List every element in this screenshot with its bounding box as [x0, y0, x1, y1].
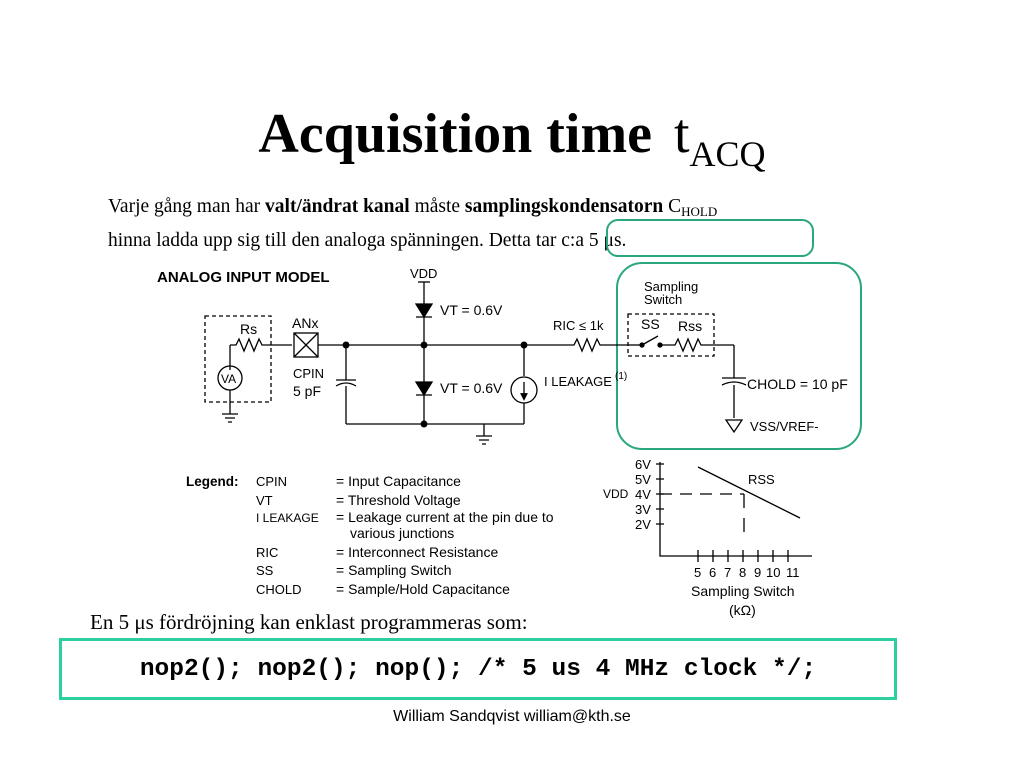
rs-label: Rs	[240, 321, 257, 337]
code-box: nop2(); nop2(); nop(); /* 5 us 4 MHz clo…	[59, 638, 897, 700]
legend-symbol: VT	[256, 493, 273, 508]
legend-title: Legend:	[186, 474, 239, 489]
cpin-capacitor	[335, 345, 357, 424]
sampling-switch	[641, 335, 659, 346]
vt-bottom-label: VT = 0.6V	[440, 380, 503, 396]
rss-label: Rss	[678, 318, 702, 334]
vss-label: VSS/VREF-	[750, 419, 819, 434]
legend-desc: = Sample/Hold Capacitance	[336, 581, 510, 597]
legend-symbol: I LEAKAGE	[256, 511, 319, 525]
diode-top	[414, 303, 434, 319]
ileakage-label: I LEAKAGE	[544, 374, 612, 389]
highlight-text: Detta tar c:a 5 μs.	[488, 230, 627, 251]
ileakage-note: (1)	[615, 371, 627, 382]
graph-xtick: 8	[739, 565, 746, 580]
graph-vdd-label: VDD	[603, 487, 629, 501]
sampling-switch-frame	[616, 262, 862, 450]
legend-symbol: SS	[256, 563, 274, 578]
ric-label: RIC ≤ 1k	[553, 318, 604, 333]
source-box	[204, 315, 272, 403]
rs-resistor	[230, 337, 292, 353]
ss-box	[627, 313, 715, 357]
legend-desc: = Threshold Voltage	[336, 492, 461, 508]
diode-bottom	[414, 381, 434, 397]
title-symbol: tACQ	[673, 103, 766, 174]
rss-resistor	[660, 337, 734, 353]
vdd-top-label: VDD	[410, 266, 437, 281]
legend-symbol: CHOLD	[256, 582, 302, 597]
graph-xlabel: Sampling Switch	[691, 583, 795, 599]
ss-label: SS	[641, 316, 660, 332]
graph-ytick: 4V	[635, 487, 651, 502]
rss-graph	[656, 462, 812, 562]
graph-xtick: 10	[766, 565, 780, 580]
legend-desc: = Input Capacitance	[336, 473, 461, 489]
chold-capacitor	[721, 345, 747, 418]
vss-symbol	[724, 419, 744, 434]
graph-ytick: 6V	[635, 457, 651, 472]
legend-desc: = Interconnect Resistance	[336, 544, 498, 560]
graph-xtick: 5	[694, 565, 701, 580]
rss-curve	[697, 466, 801, 519]
legend: CPIN = Input Capacitance VT = Threshold …	[256, 473, 554, 597]
title-symbol-subscript: ACQ	[689, 134, 766, 174]
legend-desc: various junctions	[350, 525, 454, 541]
graph-ytick: 2V	[635, 517, 651, 532]
graph-xtick: 6	[709, 565, 716, 580]
graph-ytick: 3V	[635, 502, 651, 517]
intro-paragraph: Varje gång man har valt/ändrat kanal mås…	[108, 196, 718, 251]
graph-xtick: 11	[786, 565, 800, 580]
ground-symbol	[222, 413, 238, 423]
anx-label: ANx	[292, 315, 318, 331]
title-main: Acquisition time	[258, 103, 652, 165]
graph-xtick: 7	[724, 565, 731, 580]
code-line: nop2(); nop2(); nop(); /* 5 us 4 MHz clo…	[139, 655, 817, 683]
code-caption: En 5 μs fördröjning kan enklast programm…	[90, 610, 528, 634]
footer: William Sandqvist william@kth.se	[393, 708, 631, 725]
diagram-heading: ANALOG INPUT MODEL	[157, 269, 330, 286]
graph-ytick: 5V	[635, 472, 651, 487]
legend-desc: = Leakage current at the pin due to	[336, 509, 554, 525]
graph-xlabel-unit: (kΩ)	[729, 602, 756, 618]
cpin-label: CPIN	[293, 366, 324, 381]
vt-top-label: VT = 0.6V	[440, 302, 503, 318]
sampling-switch-label-1: Sampling	[644, 279, 698, 294]
sampling-switch-label-2: Switch	[644, 292, 682, 307]
graph-curve-label: RSS	[748, 472, 775, 487]
slide-title: Acquisition time tACQ	[0, 96, 1024, 192]
legend-symbol: CPIN	[256, 474, 287, 489]
va-label: VA	[221, 372, 236, 386]
cpin-value: 5 pF	[293, 383, 321, 399]
highlight-frame	[606, 219, 814, 257]
graph-xtick: 9	[754, 565, 761, 580]
legend-desc: = Sampling Switch	[336, 562, 452, 578]
chold-label: CHOLD = 10 pF	[747, 376, 848, 392]
ric-resistor	[570, 337, 630, 353]
legend-symbol: RIC	[256, 545, 278, 560]
